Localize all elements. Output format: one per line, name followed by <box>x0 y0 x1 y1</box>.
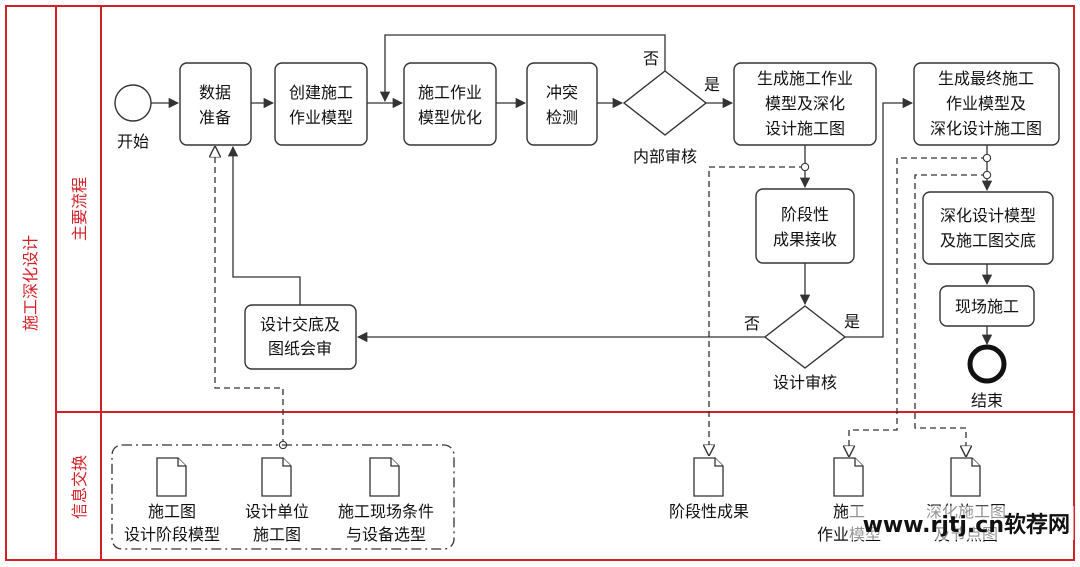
svg-text:冲突: 冲突 <box>546 83 578 102</box>
doc-label-1a: 施工图 <box>148 502 196 521</box>
task-generate-model: 生成施工作业 模型及深化 设计施工图 <box>733 62 877 146</box>
svg-text:设计审核: 设计审核 <box>773 373 837 392</box>
svg-text:图纸会审: 图纸会审 <box>268 339 332 358</box>
svg-text:模型优化: 模型优化 <box>418 108 482 127</box>
svg-text:检测: 检测 <box>546 108 578 127</box>
svg-text:阶段性: 阶段性 <box>781 205 829 224</box>
pool-title: 施工深化设计 <box>21 235 40 331</box>
pool-border <box>5 5 1075 561</box>
info-group <box>111 444 455 550</box>
doc-label-2a: 设计单位 <box>245 502 309 521</box>
svg-text:数据: 数据 <box>199 83 231 102</box>
svg-text:设计交底及: 设计交底及 <box>260 315 340 334</box>
svg-text:生成最终施工: 生成最终施工 <box>938 69 1034 88</box>
label-internal-no: 否 <box>643 49 659 68</box>
svg-text:作业模型: 作业模型 <box>289 108 353 127</box>
lane-info-label: 信息交换 <box>70 455 89 519</box>
task-site-construction: 现场施工 <box>939 285 1035 327</box>
svg-text:深化设计模型: 深化设计模型 <box>940 206 1036 225</box>
doc-label-3b: 与设备选型 <box>346 525 426 544</box>
start-event: 开始 <box>114 84 152 151</box>
doc-icon-detail-drawings <box>950 457 981 497</box>
doc-label-3a: 施工现场条件 <box>338 502 434 521</box>
task-stage-receive: 阶段性 成果接收 <box>755 188 855 264</box>
svg-text:及施工图交底: 及施工图交底 <box>940 231 1036 250</box>
svg-text:施工作业: 施工作业 <box>418 83 482 102</box>
label-internal-yes: 是 <box>704 75 720 94</box>
task-final-model: 生成最终施工 作业模型及 深化设计施工图 <box>913 62 1060 146</box>
task-create-model: 创建施工 作业模型 <box>274 62 368 146</box>
svg-text:准备: 准备 <box>199 108 231 127</box>
watermark: www.rjtj.cn软荐网 <box>863 512 1070 538</box>
gateway-internal-review: 内部审核 <box>622 70 708 166</box>
doc-icon-work-model <box>833 457 864 497</box>
task-optimize: 施工作业 模型优化 <box>403 62 497 146</box>
svg-text:设计施工图: 设计施工图 <box>765 119 845 138</box>
task-handover-review: 设计交底及 图纸会审 <box>244 304 357 370</box>
svg-text:深化设计施工图: 深化设计施工图 <box>930 119 1042 138</box>
doc-label-2b: 施工图 <box>253 525 301 544</box>
svg-text:成果接收: 成果接收 <box>773 230 837 249</box>
doc-icon-design-unit <box>261 457 292 497</box>
svg-text:模型及深化: 模型及深化 <box>765 94 845 113</box>
doc-icon-construction-drawing <box>156 457 187 497</box>
data-associations <box>215 147 987 456</box>
svg-text:生成施工作业: 生成施工作业 <box>757 69 853 88</box>
label-design-no: 否 <box>744 314 760 333</box>
task-data-prep: 数据 准备 <box>179 62 252 146</box>
svg-text:现场施工: 现场施工 <box>955 297 1019 316</box>
svg-text:创建施工: 创建施工 <box>289 83 353 102</box>
svg-text:内部审核: 内部审核 <box>633 147 697 166</box>
task-clash-detection: 冲突 检测 <box>526 62 598 146</box>
doc-label-1b: 设计阶段模型 <box>124 525 220 544</box>
gateway-design-review: 设计审核 <box>763 305 847 392</box>
doc-icon-stage-result <box>693 457 724 497</box>
svg-text:开始: 开始 <box>117 132 149 151</box>
doc-icon-site-conditions <box>369 457 400 497</box>
doc-label-stage-result: 阶段性成果 <box>669 502 749 521</box>
task-model-handover: 深化设计模型 及施工图交底 <box>922 191 1054 265</box>
label-design-yes: 是 <box>844 312 860 331</box>
end-event: 结束 <box>967 344 1007 410</box>
svg-text:结束: 结束 <box>971 391 1003 410</box>
lane-main-label: 主要流程 <box>70 177 89 241</box>
svg-text:作业模型及: 作业模型及 <box>946 94 1026 113</box>
